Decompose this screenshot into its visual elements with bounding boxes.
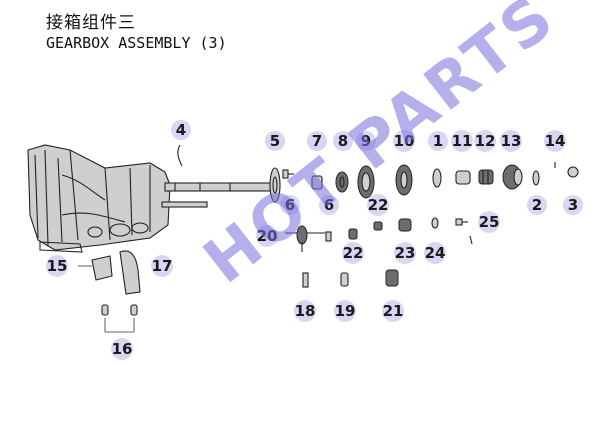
svg-text:20: 20 (257, 227, 278, 245)
svg-text:15: 15 (47, 257, 68, 275)
part-23-gear (398, 218, 412, 232)
svg-text:18: 18 (295, 302, 316, 320)
part-5-disc (269, 167, 281, 203)
callout-15: 15 (46, 255, 68, 277)
callout-3: 3 (563, 195, 583, 215)
part-17-cover (119, 250, 141, 295)
part-1-ring (432, 168, 442, 188)
part-12-gear (478, 169, 494, 185)
part-3-cap (567, 166, 579, 178)
callout-8: 8 (333, 131, 353, 151)
callout-13: 13 (500, 130, 522, 152)
part-20-fork (285, 225, 325, 252)
callout-22b: 22 (342, 242, 364, 264)
callout-20: 20 (256, 225, 278, 247)
part-13-gear (502, 164, 523, 190)
callout-11: 11 (451, 130, 473, 152)
callout-12: 12 (474, 130, 496, 152)
svg-text:16: 16 (112, 340, 133, 358)
svg-text:8: 8 (338, 132, 348, 150)
callout-9: 9 (356, 131, 376, 151)
callout-18: 18 (294, 300, 316, 322)
gearbox-housing (27, 144, 171, 253)
svg-text:4: 4 (176, 121, 186, 139)
part-21-gear (385, 269, 399, 287)
part-22-gear-a (373, 221, 383, 231)
spring-pin (469, 235, 473, 245)
callout-22a: 22 (367, 194, 389, 216)
svg-text:12: 12 (475, 132, 496, 150)
svg-text:7: 7 (312, 132, 322, 150)
callout-10: 10 (393, 130, 415, 152)
part-6-bolt (282, 169, 294, 179)
svg-text:21: 21 (383, 302, 404, 320)
title-english: GEARBOX ASSEMBLY (3) (46, 34, 227, 52)
svg-text:2: 2 (532, 196, 542, 214)
svg-text:24: 24 (425, 244, 446, 262)
svg-text:19: 19 (335, 302, 356, 320)
svg-text:9: 9 (361, 132, 371, 150)
callout-19: 19 (334, 300, 356, 322)
svg-text:3: 3 (568, 196, 578, 214)
callout-6b: 6 (319, 195, 339, 215)
svg-text:22: 22 (368, 196, 389, 214)
part-16-pins (101, 304, 138, 333)
callout-14: 14 (544, 130, 566, 152)
part-24-pin (431, 217, 439, 229)
callout-1: 1 (428, 131, 448, 151)
svg-text:25: 25 (479, 213, 500, 231)
callout-4: 4 (171, 120, 191, 140)
svg-text:17: 17 (152, 257, 173, 275)
part-22-gear-b (348, 228, 358, 240)
callout-25: 25 (478, 211, 500, 233)
callout-17: 17 (151, 255, 173, 277)
svg-text:14: 14 (545, 132, 566, 150)
part-10-gear (395, 164, 413, 196)
callout-5: 5 (265, 131, 285, 151)
part-4-wire (177, 144, 183, 167)
callout-2: 2 (527, 195, 547, 215)
part-15-bracket (78, 255, 113, 281)
svg-text:13: 13 (501, 132, 522, 150)
title-chinese: 接箱组件三 (46, 13, 136, 33)
callout-21: 21 (382, 300, 404, 322)
callout-7: 7 (307, 131, 327, 151)
svg-text:6: 6 (285, 196, 295, 214)
svg-text:23: 23 (395, 244, 416, 262)
callout-24: 24 (424, 242, 446, 264)
part-2-washer (532, 170, 540, 186)
svg-text:6: 6 (324, 196, 334, 214)
part-8-gear (335, 171, 349, 193)
svg-text:22: 22 (343, 244, 364, 262)
callout-16: 16 (111, 338, 133, 360)
part-6-pin (325, 231, 332, 242)
svg-text:5: 5 (270, 132, 280, 150)
callout-23: 23 (394, 242, 416, 264)
part-9-gear (357, 165, 375, 199)
svg-text:11: 11 (452, 132, 473, 150)
part-7-sleeve (311, 175, 323, 190)
part-11-bushing (455, 170, 471, 185)
part-19-pin (340, 272, 349, 287)
callout-6a: 6 (280, 195, 300, 215)
part-18-spring (302, 272, 309, 288)
part-25-bolt (455, 218, 468, 226)
svg-text:10: 10 (394, 132, 415, 150)
svg-text:1: 1 (433, 132, 443, 150)
